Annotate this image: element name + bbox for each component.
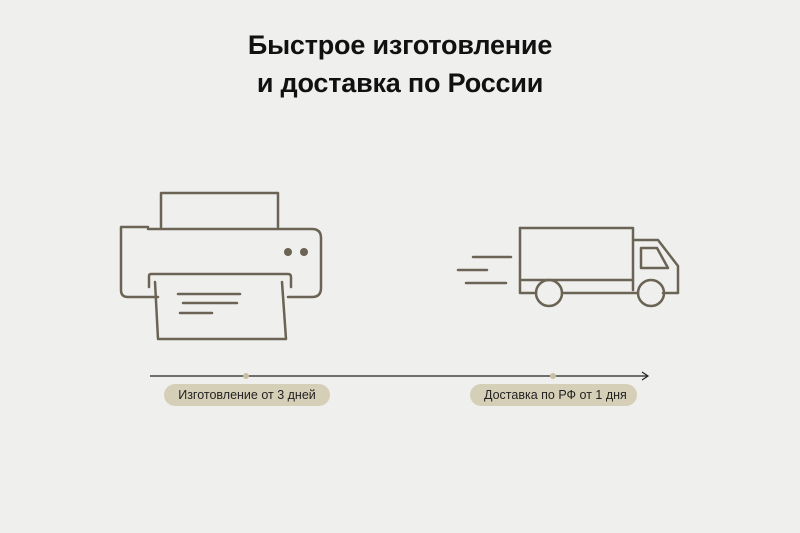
production-time-badge: Изготовление от 3 дней (164, 384, 330, 406)
printer-button-2 (300, 248, 308, 256)
timeline-dot-production (243, 373, 249, 379)
page-title: Быстрое изготовление и доставка по Росси… (0, 26, 800, 102)
page-title-line-1: Быстрое изготовление (247, 30, 553, 60)
page-title-line-2: и доставка по России (256, 68, 544, 98)
timeline-dot-delivery (550, 373, 556, 379)
delivery-time-badge: Доставка по РФ от 1 дня (470, 384, 637, 406)
truck-icon (456, 226, 680, 308)
printer-icon (119, 191, 323, 341)
printer-button-1 (284, 248, 292, 256)
timeline (150, 371, 650, 381)
